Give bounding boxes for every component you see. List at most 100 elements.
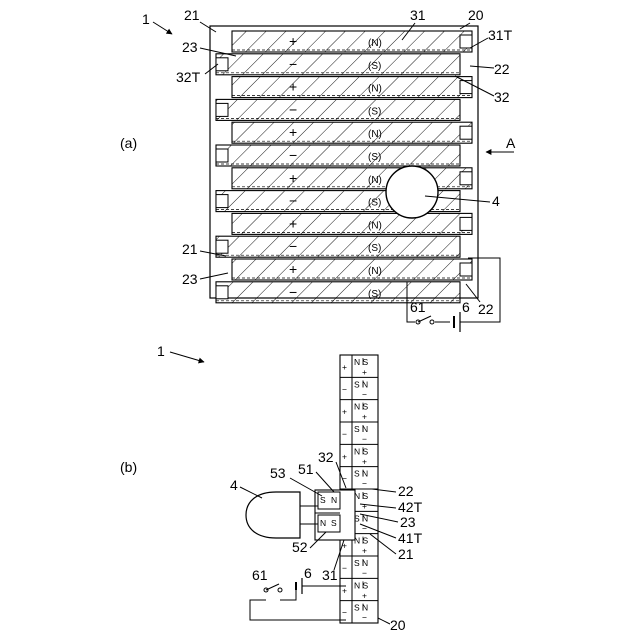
strip-sign-1: − [289,56,297,72]
switch-b-blade [266,584,279,590]
ref-31: 31 [410,7,426,23]
cell-sign-0: + [362,367,367,377]
cell-pole-top-9: S N [354,558,368,568]
leader-22-right [470,66,494,68]
leader-1-b [170,352,204,362]
strip-end-8 [460,217,472,230]
strip-pole-5: (S) [368,152,381,163]
strip-sign-10: + [289,261,297,277]
ref-6-a: 6 [462,299,470,315]
cell-pole-top-3: S N [354,424,368,434]
strip-9 [216,236,460,257]
cell-sign-5: − [362,479,367,489]
strip-3 [216,99,460,120]
strip-2 [232,77,472,98]
ref-22-b: 22 [398,483,414,499]
strip-end-2 [460,81,472,94]
cell-sign-10: + [362,590,367,600]
leader-23-lower [200,273,228,279]
ref-6-b: 6 [304,565,312,581]
left-sign-8: + [342,541,347,551]
switch-a-right [430,320,434,324]
strip-sign-6: + [289,170,297,186]
strip-end-5 [216,149,228,162]
ref-42T: 42T [398,499,423,515]
strip-end-4 [460,126,472,139]
view-A: A [506,135,516,151]
ref-52: 52 [292,539,308,555]
panel-label-b: (b) [120,459,137,475]
strip-sign-4: + [289,124,297,140]
strip-end-3 [216,103,228,116]
ref-61-b: 61 [252,567,268,583]
ref-4-a: 4 [492,193,500,209]
strip-sign-7: − [289,193,297,209]
strip-pole-2: (N) [368,84,382,95]
strip-pole-6: (N) [368,175,382,186]
ref-31T: 31T [488,27,513,43]
strip-pole-7: (S) [368,198,381,209]
leader-4-b [240,487,262,498]
leader-31T [470,38,488,48]
left-sign-10: + [342,585,347,595]
ref-23-top: 23 [182,39,198,55]
cell-pole-top-6: N S [354,491,369,501]
slider-lr: S [331,518,337,528]
strip-end-0 [460,35,472,48]
strip-8 [232,213,472,234]
strip-pole-10: (N) [368,266,382,277]
leader-21-top [200,22,216,32]
left-sign-2: + [342,407,347,417]
strip-5 [216,145,460,166]
strip-sign-11: − [289,284,297,300]
ref-20: 20 [468,7,484,23]
strip-pole-3: (S) [368,106,381,117]
cell-pole-top-5: S N [354,469,368,479]
strip-pole-8: (N) [368,220,382,231]
ref-1-b: 1 [157,343,165,359]
strip-end-9 [216,240,228,253]
cell-pole-top-11: S N [354,603,368,613]
strip-end-11 [216,286,228,299]
ref-23-lower: 23 [182,271,198,287]
ref-61-a: 61 [410,299,426,315]
strip-sign-0: + [289,33,297,49]
cell-pole-top-0: N S [354,357,369,367]
ref-22-bottom: 22 [478,301,494,317]
strip-sign-5: − [289,147,297,163]
ref-51: 51 [298,461,314,477]
strip-sign-2: + [289,79,297,95]
ref-4-b: 4 [230,477,238,493]
ref-41T: 41T [398,530,423,546]
cell-sign-1: − [362,389,367,399]
cell-pole-top-10: N S [354,580,369,590]
ref-1-a: 1 [142,11,150,27]
ref-21-lower: 21 [182,241,198,257]
slider-ur: N [331,495,337,505]
object-4 [386,166,438,218]
ref-53: 53 [270,465,286,481]
strip-pole-0: (N) [368,38,382,49]
switch-b-right [278,588,282,592]
strip-sign-9: − [289,238,297,254]
cell-pole-top-1: S N [354,379,368,389]
cell-pole-top-4: N S [354,446,369,456]
ref-22-right: 22 [494,61,510,77]
cell-sign-3: − [362,434,367,444]
ref-21-top: 21 [184,7,200,23]
cell-pole-top-2: N S [354,402,369,412]
left-sign-9: − [342,563,347,573]
ref-20-b: 20 [390,617,406,633]
strip-pole-9: (S) [368,243,381,254]
slider-ll: N [320,518,326,528]
electrode-strips: (N) + (S) − (N) + (S) − (N) + (S) − (N) + (S) − (N) + (S) −… [216,31,472,303]
ref-32: 32 [494,89,510,105]
strip-pole-11: (S) [368,289,381,300]
cell-sign-4: + [362,456,367,466]
strip-end-6 [460,172,472,185]
cell-sign-2: + [362,412,367,422]
strip-10 [232,259,472,280]
ref-23-b: 23 [400,514,416,530]
left-sign-1: − [342,384,347,394]
